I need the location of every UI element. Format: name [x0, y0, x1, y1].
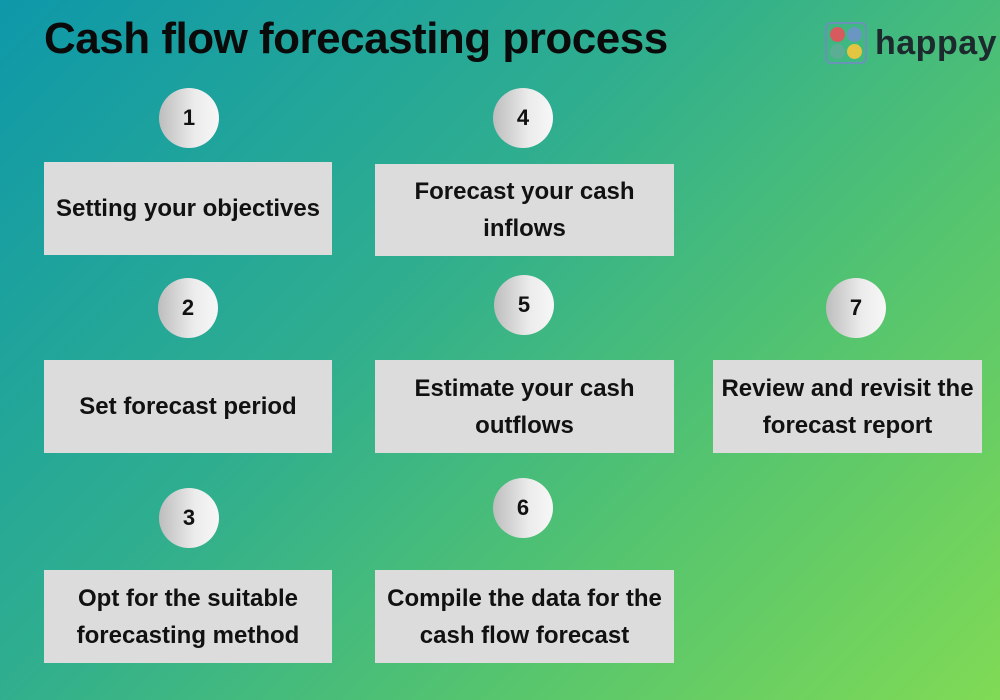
step-4-box: Forecast your cash inflows: [375, 164, 674, 256]
step-3-box: Opt for the suitable forecasting method: [44, 570, 332, 663]
step-2-box: Set forecast period: [44, 360, 332, 453]
step-6-box: Compile the data for the cash flow forec…: [375, 570, 674, 663]
step-4-number: 4: [493, 88, 553, 148]
page-title: Cash flow forecasting process: [44, 14, 668, 63]
step-7-box: Review and revisit the forecast report: [713, 360, 982, 453]
step-7-number: 7: [826, 278, 886, 338]
step-1-number: 1: [159, 88, 219, 148]
step-3-number: 3: [159, 488, 219, 548]
step-2-number: 2: [158, 278, 218, 338]
step-1-box: Setting your objectives: [44, 162, 332, 255]
logo-icon: [825, 22, 867, 64]
step-6-number: 6: [493, 478, 553, 538]
logo-text: happay: [875, 23, 998, 62]
step-5-box: Estimate your cash outflows: [375, 360, 674, 453]
step-5-number: 5: [494, 275, 554, 335]
happay-logo: happay: [825, 22, 997, 64]
